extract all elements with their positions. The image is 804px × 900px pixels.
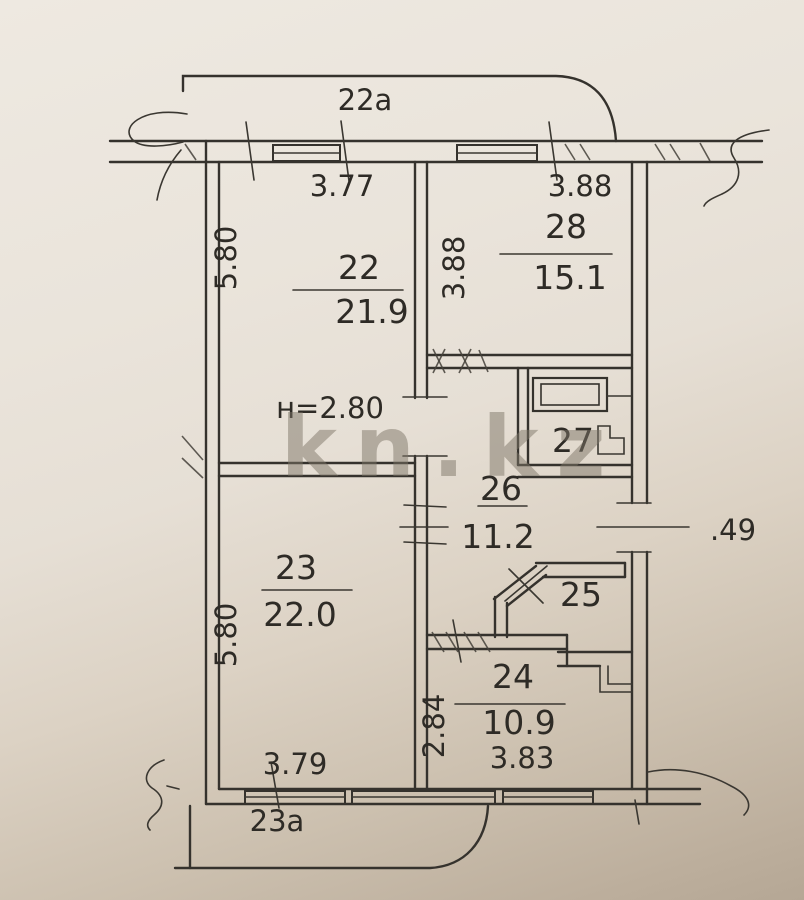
bathtub <box>531 376 632 413</box>
room24-width-dim: 3.83 <box>490 741 555 775</box>
room22-number: 22 <box>338 248 380 287</box>
dimension-ticks <box>166 120 690 825</box>
break-squiggles <box>128 111 770 831</box>
room22-height-dim: 5.80 <box>209 226 243 291</box>
closet-door-x <box>504 565 548 604</box>
room-number-underlines <box>261 253 613 705</box>
vent-shaft <box>599 665 633 693</box>
room24-number: 24 <box>492 657 534 696</box>
room22-area: 21.9 <box>335 292 408 331</box>
top-balcony-outline <box>181 74 618 143</box>
room28-height-dim: 3.88 <box>437 236 471 301</box>
top-balcony-label: 22а <box>338 83 393 117</box>
room26-area: 11.2 <box>461 517 534 556</box>
interior-walls <box>217 160 634 791</box>
room23-height-dim: 5.80 <box>209 603 243 668</box>
watermark: kn.kz <box>281 398 624 496</box>
windows <box>244 144 594 805</box>
door-openings <box>402 396 652 553</box>
room28-area: 15.1 <box>533 258 606 297</box>
room24-area: 10.9 <box>482 703 555 742</box>
bottom-balcony-outline <box>173 804 490 870</box>
room23-width-dim: 3.79 <box>263 747 328 781</box>
bottom-balcony-label: 23а <box>250 804 305 838</box>
room22-width-dim: 3.77 <box>310 169 375 203</box>
room23-number: 23 <box>275 548 317 587</box>
room27-number: 27 <box>552 421 594 460</box>
room26-number: 26 <box>480 469 522 508</box>
room25-number: 25 <box>560 575 602 614</box>
toilet <box>597 425 625 455</box>
closet-25-outline <box>492 561 627 639</box>
room28-number: 28 <box>545 207 587 246</box>
niche-depth-dim: .49 <box>710 513 756 547</box>
room24-height-dim: 2.84 <box>417 694 451 759</box>
outer-walls <box>108 139 764 806</box>
hatch-marks <box>181 142 711 653</box>
ceiling-height-note: н=2.80 <box>276 391 384 425</box>
room28-width-dim: 3.88 <box>548 169 613 203</box>
room23-area: 22.0 <box>263 595 336 634</box>
